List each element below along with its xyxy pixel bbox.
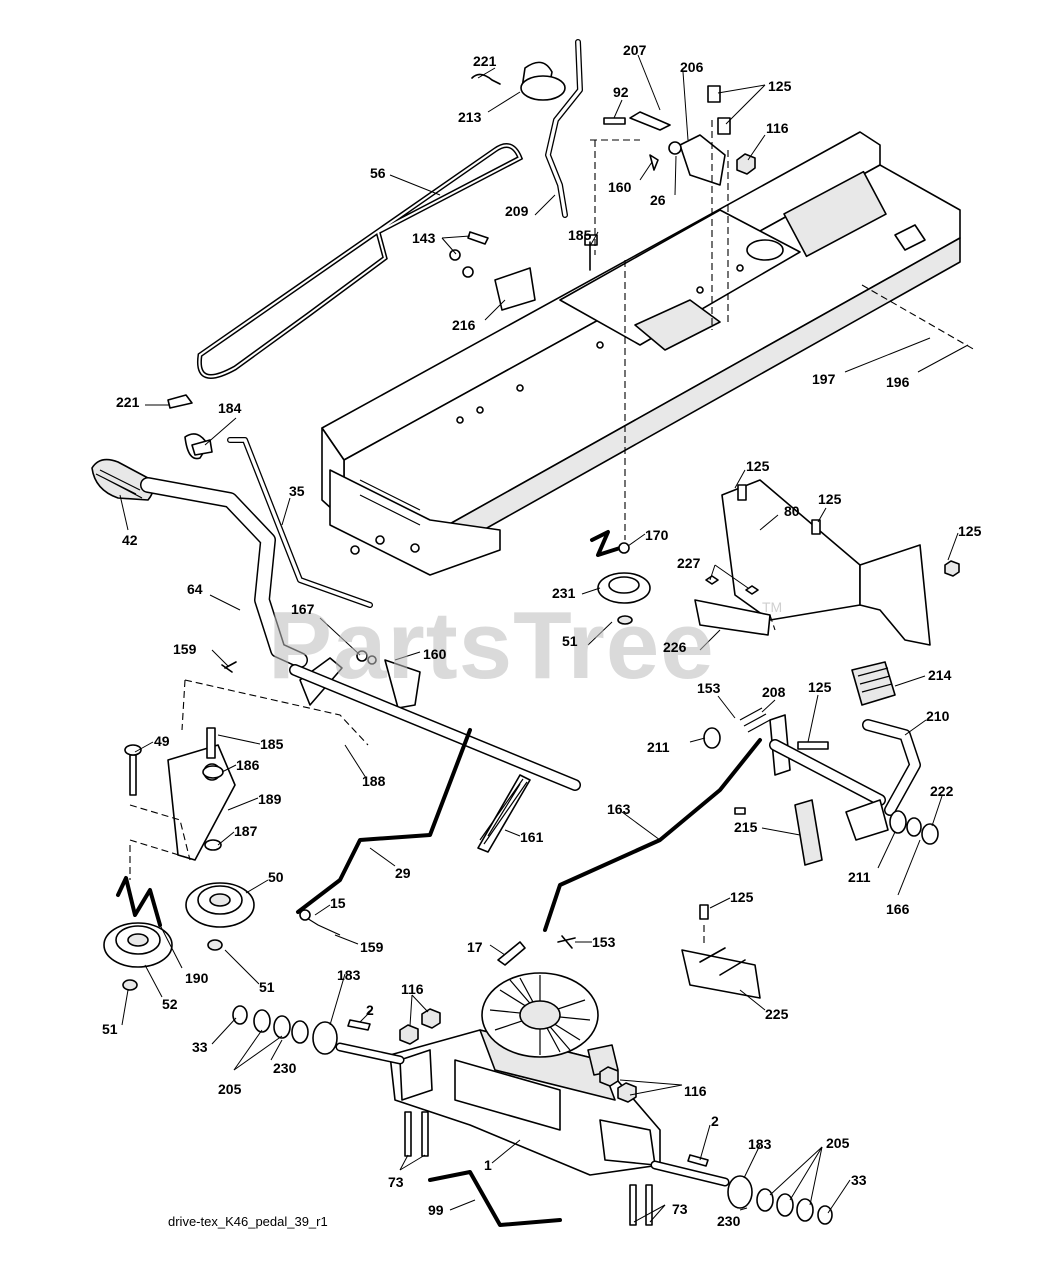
callout-206: 206	[680, 59, 704, 75]
callout-188: 188	[362, 773, 386, 789]
callout-185a: 185	[568, 227, 592, 243]
callout-209: 209	[505, 203, 529, 219]
linkage-rods	[296, 728, 762, 966]
callout-205b: 205	[826, 1135, 850, 1151]
callout-33a: 33	[192, 1039, 208, 1055]
idler-bracket-left	[103, 727, 255, 991]
callout-125c: 125	[818, 491, 842, 507]
callout-125b: 125	[746, 458, 770, 474]
pedal-assembly-right	[590, 479, 960, 999]
callout-161: 161	[520, 829, 544, 845]
watermark-text: PartsTree	[268, 592, 715, 699]
callout-187: 187	[234, 823, 258, 839]
callout-226: 226	[663, 639, 687, 655]
callout-184: 184	[218, 400, 242, 416]
callout-15: 15	[330, 895, 346, 911]
chassis-frame	[321, 131, 961, 576]
callout-50: 50	[268, 869, 284, 885]
callout-64: 64	[187, 581, 203, 597]
callout-221a: 221	[473, 53, 497, 69]
callout-210: 210	[926, 708, 950, 724]
callout-49: 49	[154, 733, 170, 749]
callout-183a: 183	[337, 967, 361, 983]
callout-221b: 221	[116, 394, 140, 410]
callout-183b: 183	[748, 1136, 772, 1152]
callout-196: 196	[886, 374, 910, 390]
callout-159a: 159	[173, 641, 197, 657]
callout-153a: 153	[697, 680, 721, 696]
callout-35: 35	[289, 483, 305, 499]
callout-125a: 125	[768, 78, 792, 94]
callout-166: 166	[886, 901, 910, 917]
transaxle-assembly	[232, 972, 833, 1227]
callout-2a: 2	[366, 1002, 374, 1018]
callout-230a: 230	[273, 1060, 297, 1076]
callout-197: 197	[812, 371, 836, 387]
callout-208: 208	[762, 684, 786, 700]
callout-225: 225	[765, 1006, 789, 1022]
callout-185b: 185	[260, 736, 284, 752]
callout-230b: 230	[717, 1213, 741, 1229]
callout-216: 216	[452, 317, 476, 333]
callout-56: 56	[370, 165, 386, 181]
callout-1: 1	[484, 1157, 492, 1173]
callout-190: 190	[185, 970, 209, 986]
callout-116b: 116	[401, 981, 424, 997]
callout-222: 222	[930, 783, 954, 799]
callout-26: 26	[650, 192, 666, 208]
callout-51a: 51	[562, 633, 578, 649]
callout-160b: 160	[423, 646, 447, 662]
callout-92: 92	[613, 84, 629, 100]
callout-29: 29	[395, 865, 411, 881]
drive-belt	[196, 143, 524, 379]
callout-159b: 159	[360, 939, 384, 955]
callout-17: 17	[467, 939, 483, 955]
callout-42: 42	[122, 532, 138, 548]
callout-207: 207	[623, 42, 647, 58]
callout-186: 186	[236, 757, 260, 773]
callout-73a: 73	[388, 1174, 404, 1190]
callout-numbers: 2212132072061259211656160262091851432161…	[102, 42, 982, 1229]
callout-211b: 211	[848, 869, 871, 885]
callout-153b: 153	[592, 934, 616, 950]
callout-231: 231	[552, 585, 576, 601]
callout-51c: 51	[102, 1021, 118, 1037]
drawing-id-caption: drive-tex_K46_pedal_39_r1	[168, 1214, 328, 1229]
callout-189: 189	[258, 791, 282, 807]
callout-116a: 116	[766, 120, 789, 136]
watermark-trademark: TM	[762, 599, 782, 615]
callout-215: 215	[734, 819, 758, 835]
steering-handle-assembly	[91, 394, 581, 791]
callout-213: 213	[458, 109, 482, 125]
top-shift-parts	[449, 39, 756, 311]
callout-99: 99	[428, 1202, 444, 1218]
callout-leaders	[119, 54, 969, 1223]
callout-51b: 51	[259, 979, 275, 995]
callout-125e: 125	[808, 679, 832, 695]
callout-227: 227	[677, 555, 701, 571]
callout-163: 163	[607, 801, 631, 817]
callout-33b: 33	[851, 1172, 867, 1188]
callout-80: 80	[784, 503, 800, 519]
callout-160a: 160	[608, 179, 632, 195]
callout-2b: 2	[711, 1113, 719, 1129]
callout-73b: 73	[672, 1201, 688, 1217]
callout-205a: 205	[218, 1081, 242, 1097]
callout-125f: 125	[730, 889, 754, 905]
callout-170: 170	[645, 527, 669, 543]
callout-116c: 116	[684, 1083, 707, 1099]
callout-52: 52	[162, 996, 178, 1012]
callout-125d: 125	[958, 523, 982, 539]
callout-167: 167	[291, 601, 315, 617]
explosion-lines	[129, 120, 976, 945]
callout-211a: 211	[647, 739, 670, 755]
callout-143: 143	[412, 230, 436, 246]
callout-214: 214	[928, 667, 952, 683]
